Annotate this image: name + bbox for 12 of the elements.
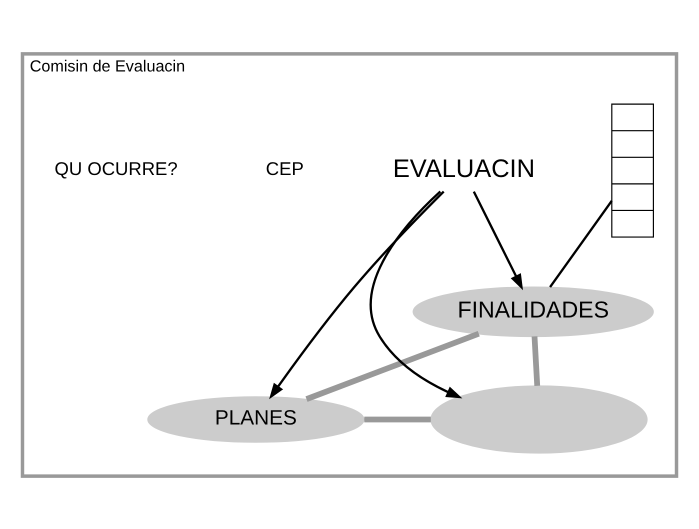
label: CEP xyxy=(266,157,304,178)
label: QU OCURRE? xyxy=(54,157,178,178)
arrow xyxy=(370,190,462,398)
connector xyxy=(532,336,540,386)
arrow xyxy=(269,190,445,399)
node-ellipse: PLANES xyxy=(147,396,365,442)
connector xyxy=(549,200,613,288)
connector xyxy=(364,416,431,422)
node-ellipse: FINALIDADES xyxy=(412,286,654,337)
arrow xyxy=(472,190,524,290)
node-text: EVALUACIN xyxy=(392,154,535,183)
connector xyxy=(305,330,480,402)
